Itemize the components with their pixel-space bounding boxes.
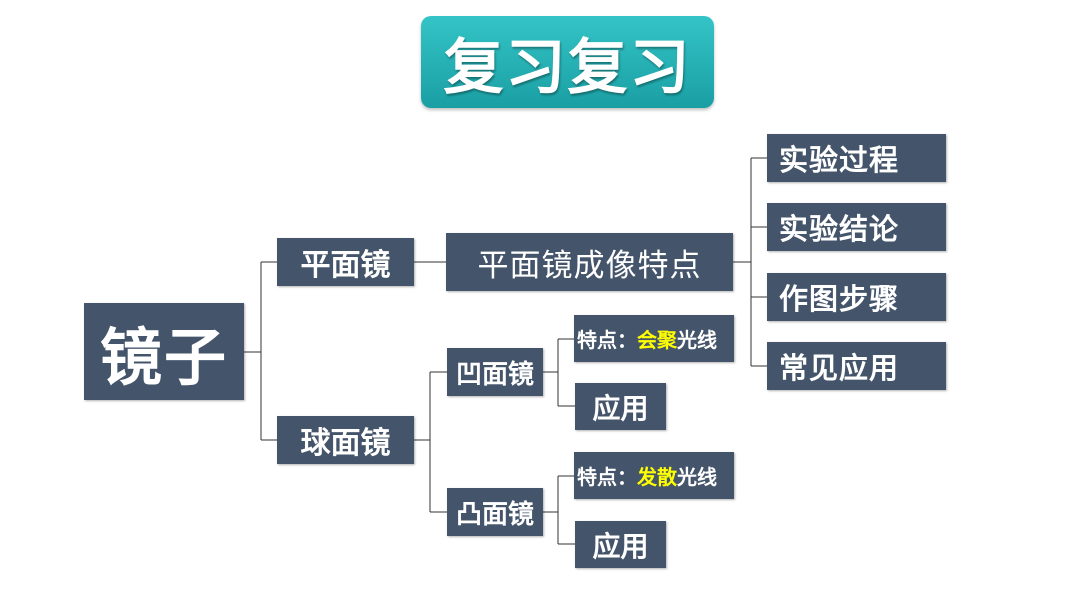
concave-feature-suffix: 光线 xyxy=(677,328,717,352)
node-experiment-conclusion: 实验结论 xyxy=(767,203,946,251)
convex-feature-suffix: 光线 xyxy=(677,465,717,489)
node-convex-application: 应用 xyxy=(575,521,666,568)
node-concave-feature: 特点：会聚光线 xyxy=(574,315,734,362)
convex-feature-highlight: 发散 xyxy=(637,465,677,489)
node-convex-feature: 特点：发散光线 xyxy=(574,452,734,499)
node-experiment-process: 实验过程 xyxy=(767,134,946,182)
concave-feature-highlight: 会聚 xyxy=(637,328,677,352)
node-concave-application: 应用 xyxy=(575,383,666,430)
node-convex-mirror: 凸面镜 xyxy=(447,488,543,536)
convex-feature-prefix: 特点： xyxy=(577,465,637,489)
node-concave-mirror: 凹面镜 xyxy=(447,348,543,396)
node-common-applications: 常见应用 xyxy=(767,342,946,390)
node-plane-mirror: 平面镜 xyxy=(277,238,414,286)
node-plane-mirror-characteristics: 平面镜成像特点 xyxy=(446,233,733,291)
root-node-mirror: 镜子 xyxy=(84,303,244,400)
concave-feature-prefix: 特点： xyxy=(577,328,637,352)
page-title: 复习复习 xyxy=(421,16,714,108)
node-spherical-mirror: 球面镜 xyxy=(277,416,414,464)
node-drawing-steps: 作图步骤 xyxy=(767,273,946,321)
